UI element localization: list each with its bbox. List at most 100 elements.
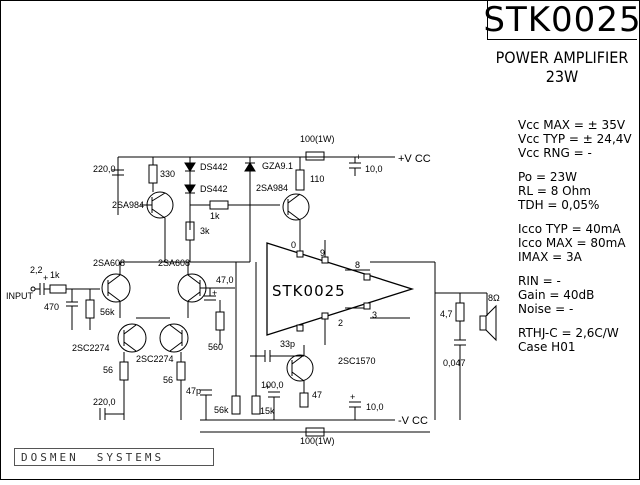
plus-c10-bottom: +	[350, 392, 355, 402]
spec-po: Po = 23W	[518, 170, 577, 184]
negative-rail	[200, 419, 430, 437]
label-c47: 47,0	[216, 275, 234, 285]
label-c0-047: 0,047	[443, 358, 466, 368]
label-3k: 3k	[200, 226, 210, 236]
logo-word-2: SYSTEMS	[96, 450, 165, 464]
label-r330: 330	[160, 169, 175, 179]
ic-label: STK0025	[272, 282, 346, 300]
zener-gza91	[244, 157, 256, 262]
label-r110: 110	[310, 174, 324, 184]
speaker-icon	[479, 293, 497, 342]
spec-gain: Gain = 40dB	[518, 288, 595, 302]
spec-rin: RIN = -	[518, 274, 561, 288]
label-r4-7: 4,7	[440, 309, 453, 319]
pin-8: 8	[355, 260, 360, 270]
label-56k-left: 56k	[100, 307, 115, 317]
transistor-2sc1570	[286, 345, 314, 408]
transistor-2sa984-right	[282, 193, 310, 240]
label-15k: 15k	[260, 406, 275, 416]
input-label: INPUT	[6, 291, 34, 301]
label-c2-2: 2,2	[30, 265, 43, 275]
dosmen-logo: DOSMEN SYSTEMS	[14, 448, 214, 466]
transistor-2sa608-left	[101, 262, 131, 318]
cap-100	[268, 391, 280, 420]
plus-c100: +	[265, 382, 270, 392]
input-stage	[30, 283, 100, 330]
part-title: STK0025	[483, 0, 640, 40]
resistor-3k	[185, 210, 195, 262]
label-r56-left: 56	[103, 365, 113, 375]
label-r56-right: 56	[163, 375, 173, 385]
cap-10-bottom	[349, 401, 361, 420]
spec-group-current: Icco TYP = 40mA Icco MAX = 80mA IMAX = 3…	[518, 222, 632, 264]
label-r1k-in: 1k	[50, 270, 60, 280]
resistor-1k-mid	[209, 200, 280, 210]
pin-2: 2	[338, 318, 343, 328]
plus-c2-2: +	[43, 273, 48, 283]
cap-220-bottom	[99, 408, 124, 420]
spec-rl: RL = 8 Ohm	[518, 184, 591, 198]
label-r560: 560	[208, 342, 223, 352]
spec-vcc-rng: Vcc RNG = -	[518, 146, 592, 160]
spec-list: Vcc MAX = ± 35V Vcc TYP = ± 24,4V Vcc RN…	[518, 118, 632, 364]
subtitle: POWER AMPLIFIER 23W	[487, 48, 637, 86]
label-c10-bottom: 10,0	[366, 402, 384, 412]
label-100-1w-bottom: 100(1W)	[300, 436, 335, 446]
label-ds442-b: DS442	[200, 184, 228, 194]
resistor-330	[148, 157, 158, 192]
label-c100: 100,0	[261, 380, 284, 390]
pin-9: 9	[320, 248, 325, 258]
label-1k-mid: 1k	[210, 211, 220, 221]
spec-group-thermal: RTHJ-C = 2,6C/W Case H01	[518, 326, 632, 354]
output-network	[370, 261, 487, 420]
vcc-negative-label: -V CC	[398, 415, 428, 427]
plus-c47: +	[212, 288, 217, 298]
label-r470: 470	[44, 302, 59, 312]
label-100-1w-top: 100(1W)	[300, 134, 335, 144]
resistor-110	[295, 157, 305, 191]
label-2sa608-left: 2SA608	[93, 258, 125, 268]
transistor-2sa984-left	[140, 191, 174, 262]
stk0025-ic	[266, 240, 415, 345]
spec-tdh: TDH = 0,05%	[518, 198, 600, 212]
label-2sa984-right: 2SA984	[256, 183, 288, 193]
transistor-2sa608-right	[177, 262, 207, 318]
plus-c10-top: +	[356, 152, 361, 162]
label-2sc2274-left: 2SC2274	[72, 343, 110, 353]
spec-icco-max: Icco MAX = 80mA	[518, 236, 626, 250]
cap-47p	[200, 389, 212, 420]
label-ds442-a: DS442	[200, 162, 228, 172]
spec-group-output: Po = 23W RL = 8 Ohm TDH = 0,05%	[518, 170, 632, 212]
subtitle-line-2: 23W	[545, 67, 579, 86]
label-2sa608-right: 2SA608	[158, 258, 190, 268]
cap-220-top	[112, 169, 124, 215]
label-gza91: GZA9.1	[262, 161, 293, 171]
logo-word-1: DOSMEN	[21, 450, 79, 464]
label-56k-bottom: 56k	[214, 405, 229, 415]
label-2sc1570: 2SC1570	[338, 356, 376, 366]
cap-47-and-560	[200, 287, 235, 345]
spec-group-supply: Vcc MAX = ± 35V Vcc TYP = ± 24,4V Vcc RN…	[518, 118, 632, 160]
spec-noise: Noise = -	[518, 302, 574, 316]
label-c10-top: 10,0	[365, 164, 383, 174]
label-c220-bottom: 220,0	[93, 397, 116, 407]
label-c220-top: 220,0	[93, 164, 116, 174]
label-load-8ohm: 8Ω	[488, 293, 500, 303]
label-c33p: 33p	[280, 339, 295, 349]
spec-group-input: RIN = - Gain = 40dB Noise = -	[518, 274, 632, 316]
label-c47p: 47p	[186, 386, 201, 396]
label-r47: 47	[312, 390, 322, 400]
spec-vcc-typ: Vcc TYP = ± 24,4V	[518, 132, 632, 146]
label-2sa984-left: 2SA984	[112, 200, 144, 210]
cap-33p	[250, 350, 304, 362]
cap-10-top	[349, 157, 361, 176]
pin-3: 3	[372, 310, 377, 320]
spec-icco-typ: Icco TYP = 40mA	[518, 222, 621, 236]
pin-0: 0	[291, 240, 296, 250]
transistor-2sc2274-left	[117, 323, 147, 420]
spec-imax: IMAX = 3A	[518, 250, 582, 264]
label-2sc2274-right: 2SC2274	[136, 354, 174, 364]
bias-resistors	[231, 262, 261, 415]
spec-case: Case H01	[518, 340, 576, 354]
